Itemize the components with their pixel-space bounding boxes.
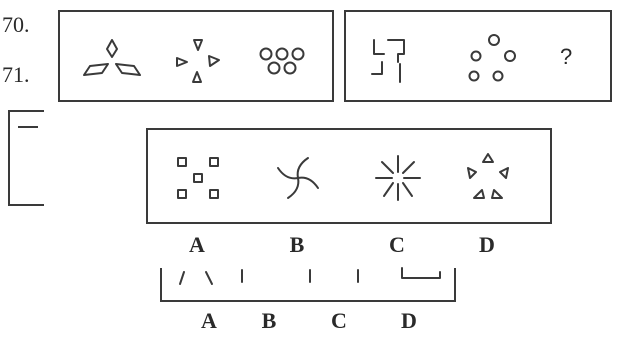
q70-option-figures: [148, 130, 554, 226]
q71-option-figures: [162, 268, 458, 302]
option-d-figure: [468, 154, 508, 198]
q70-option-label-a[interactable]: A: [182, 234, 212, 256]
q71-stem-box: [8, 110, 44, 206]
option-a-figure: [178, 158, 218, 198]
three-rhombus-figure: [84, 40, 140, 75]
option-c-figure: [376, 156, 420, 200]
q70-options-box: [146, 128, 552, 224]
question-number-71: 71.: [2, 64, 30, 86]
q70-stem-box-left: [58, 10, 334, 102]
q71-option-label-a[interactable]: A: [194, 310, 224, 332]
q70-stem-figures-right: [346, 12, 614, 104]
q71-option-label-b[interactable]: B: [254, 310, 284, 332]
broken-line-figure: [372, 40, 404, 82]
q70-question-mark: ?: [560, 46, 572, 68]
q71-option-label-c[interactable]: C: [324, 310, 354, 332]
q71-option-c-figure: [310, 270, 358, 282]
q71-stem-dash: [18, 126, 38, 128]
q70-stem-box-right: ?: [344, 10, 612, 102]
scattered-circle-figure: [470, 35, 516, 81]
q71-option-d-figure: [402, 268, 440, 278]
q70-stem-figures-left: [60, 12, 336, 104]
q70-option-label-b[interactable]: B: [282, 234, 312, 256]
four-triangle-figure: [177, 40, 219, 82]
five-circle-figure: [261, 49, 304, 74]
q70-option-label-c[interactable]: C: [382, 234, 412, 256]
q71-option-a-figure: [180, 272, 212, 284]
option-b-figure: [278, 158, 318, 198]
q71-option-label-d[interactable]: D: [394, 310, 424, 332]
question-number-70: 70.: [2, 14, 30, 36]
q71-options-bracket: [160, 268, 456, 302]
q70-option-label-d[interactable]: D: [472, 234, 502, 256]
